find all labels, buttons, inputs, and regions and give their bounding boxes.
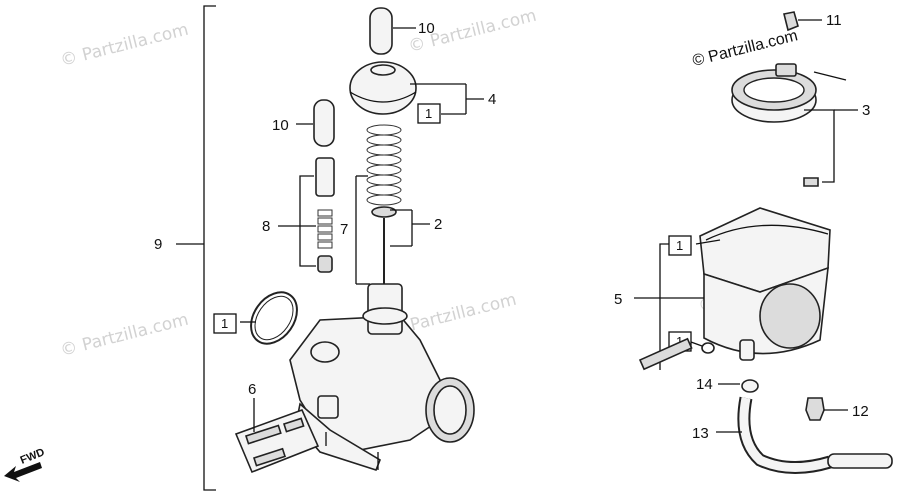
drain-screw — [638, 337, 693, 371]
watermark-3: © Partzilla.com — [58, 310, 190, 361]
throttle-spring — [366, 124, 402, 206]
drain-tube-fill — [739, 397, 832, 473]
screw-11 — [783, 11, 799, 32]
callout-10b: 10 — [272, 117, 289, 134]
leader-box-5a — [695, 239, 721, 245]
box-ref-oring-label: 1 — [221, 316, 228, 331]
box-ref-4 — [417, 103, 441, 124]
box-ref-5a-label: 1 — [676, 238, 683, 253]
o-ring — [250, 291, 298, 345]
starter-spring — [317, 209, 333, 249]
needle-clip — [371, 206, 397, 218]
starter-valve — [317, 255, 333, 273]
starter-plunger — [315, 157, 335, 197]
callout-9: 9 — [154, 236, 162, 253]
dome-boss — [370, 64, 396, 76]
callout-3: 3 — [862, 102, 870, 119]
nut-12 — [805, 397, 825, 421]
tube-clip — [741, 379, 759, 393]
o-ring-inner — [254, 295, 294, 341]
watermark-1: © Partzilla.com — [58, 20, 190, 71]
callout-4: 4 — [488, 91, 496, 108]
callout-12: 12 — [852, 403, 869, 420]
screw-a — [244, 424, 282, 445]
dome-cover — [349, 61, 417, 115]
float-bowl-band — [731, 63, 847, 123]
callout-2: 2 — [434, 216, 442, 233]
box-ref-4-label: 1 — [425, 106, 432, 121]
callout-6: 6 — [248, 381, 256, 398]
cap-top — [369, 7, 393, 55]
carburetor-body — [289, 283, 475, 471]
callout-11: 11 — [826, 12, 842, 29]
callout-5: 5 — [614, 291, 622, 308]
float-bowl — [699, 207, 831, 361]
drain-tube-end — [827, 453, 893, 469]
bracket-8 — [299, 175, 316, 267]
leader-3 — [804, 109, 835, 183]
callout-13: 13 — [692, 425, 709, 442]
screw-b — [282, 417, 305, 433]
box-ref-5a — [668, 235, 692, 256]
drain-washer — [701, 342, 715, 354]
fwd-arrow — [4, 462, 42, 482]
callout-8: 8 — [262, 218, 270, 235]
fwd-label: FWD — [19, 446, 47, 467]
callout-14: 14 — [696, 376, 713, 393]
leader-box-5b — [690, 341, 703, 347]
dome-rim — [349, 91, 417, 103]
screw-3 — [803, 177, 819, 187]
cap-left — [313, 99, 335, 147]
bracket-9 — [203, 5, 216, 491]
callout-10a: 10 — [418, 20, 435, 37]
box-ref-oring — [213, 313, 237, 334]
callout-7: 7 — [340, 221, 348, 238]
screw-c — [252, 447, 287, 467]
